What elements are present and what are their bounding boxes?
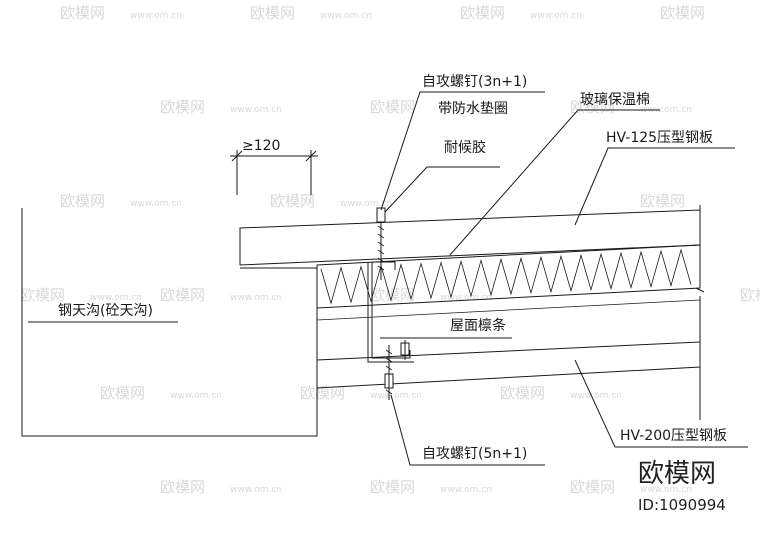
- watermark-url: www.om.cn: [340, 199, 392, 209]
- watermark-logo: 欧模网: [460, 4, 505, 22]
- watermark-logo: 欧模网: [640, 192, 685, 210]
- watermark-logo: 欧模网: [500, 384, 545, 402]
- self-tapping-screw-bottom: [384, 345, 394, 400]
- brand-id: ID:1090994: [638, 496, 726, 514]
- glass-wool-insulation: [316, 244, 701, 309]
- label-gutter: 钢天沟(砼天沟): [58, 303, 153, 319]
- watermark-url: www.om.cn: [440, 105, 492, 115]
- brand-logo: 欧模网: [638, 459, 716, 489]
- watermark-logo: 欧模网: [60, 4, 105, 22]
- gutter-outline: [21, 208, 318, 437]
- watermark-logo: 欧模网: [20, 286, 65, 304]
- leader-glass-wool: [449, 109, 660, 256]
- dimension-label: ≥120: [242, 138, 280, 154]
- label-purlin: 屋面檩条: [450, 317, 506, 334]
- watermark-logo: 欧模网: [570, 98, 615, 116]
- roof-purlin: [367, 261, 414, 363]
- watermark-url: www.om.cn: [440, 293, 492, 303]
- watermark-logo: 欧模网: [570, 478, 615, 496]
- watermark-url: www.om.cn: [230, 485, 282, 495]
- watermark-url: www.om.cn: [170, 391, 222, 401]
- leader-sealant: [384, 166, 500, 213]
- watermark-logo: 欧模网: [270, 192, 315, 210]
- watermark-url: www.om.cn: [130, 11, 182, 21]
- watermark-url: www.om.cn: [130, 199, 182, 209]
- label-glass-wool: 玻璃保温棉: [580, 91, 650, 108]
- dimension-line: [230, 150, 318, 195]
- label-screw-bottom: 自攻螺钉(5n+1): [422, 446, 527, 462]
- watermark-logo: 欧模网: [660, 4, 705, 22]
- watermark-logo: 欧模网: [60, 192, 105, 210]
- watermark-logo: 欧模网: [160, 478, 205, 496]
- watermark-url: www.om.cn: [440, 485, 492, 495]
- watermark-url: www.om.cn: [530, 11, 582, 21]
- watermark-url: www.om.cn: [320, 11, 372, 21]
- label-screw-top: 自攻螺钉(3n+1): [422, 74, 527, 90]
- hv200-steel-sheet: [316, 341, 701, 389]
- label-hv125: HV-125压型钢板: [606, 130, 713, 146]
- watermark-url: www.om.cn: [370, 391, 422, 401]
- inner-layer-line: [316, 299, 701, 321]
- leader-screw-top: [380, 91, 545, 211]
- watermark-logo: 欧模网: [160, 98, 205, 116]
- label-hv200: HV-200压型钢板: [620, 428, 727, 444]
- watermark-logo: 欧模网: [160, 286, 205, 304]
- label-sealant: 耐候胶: [444, 139, 486, 156]
- watermark-logo: 欧模网: [370, 478, 415, 496]
- watermark-logo: 欧模网: [250, 4, 295, 22]
- watermark-url: www.om.cn: [90, 293, 142, 303]
- self-tapping-screw-top: [376, 207, 386, 280]
- leader-hv125: [574, 147, 735, 226]
- watermark-logo: 欧模网: [300, 384, 345, 402]
- watermark-url: www.om.cn: [570, 391, 622, 401]
- label-washer: 带防水垫圈: [438, 101, 508, 117]
- watermark-logo: 欧模网: [740, 286, 760, 304]
- purlin-bolt: [400, 340, 410, 360]
- leader-screw-bottom: [390, 394, 545, 466]
- watermark-url: www.om.cn: [640, 485, 692, 495]
- watermark-logo: 欧模网: [100, 384, 145, 402]
- watermark-url: www.om.cn: [230, 105, 282, 115]
- watermark-url: www.om.cn: [640, 105, 692, 115]
- watermark-url: www.om.cn: [230, 293, 282, 303]
- watermark-logo: 欧模网: [370, 98, 415, 116]
- leader-hv200: [574, 359, 748, 448]
- break-line: [695, 205, 705, 420]
